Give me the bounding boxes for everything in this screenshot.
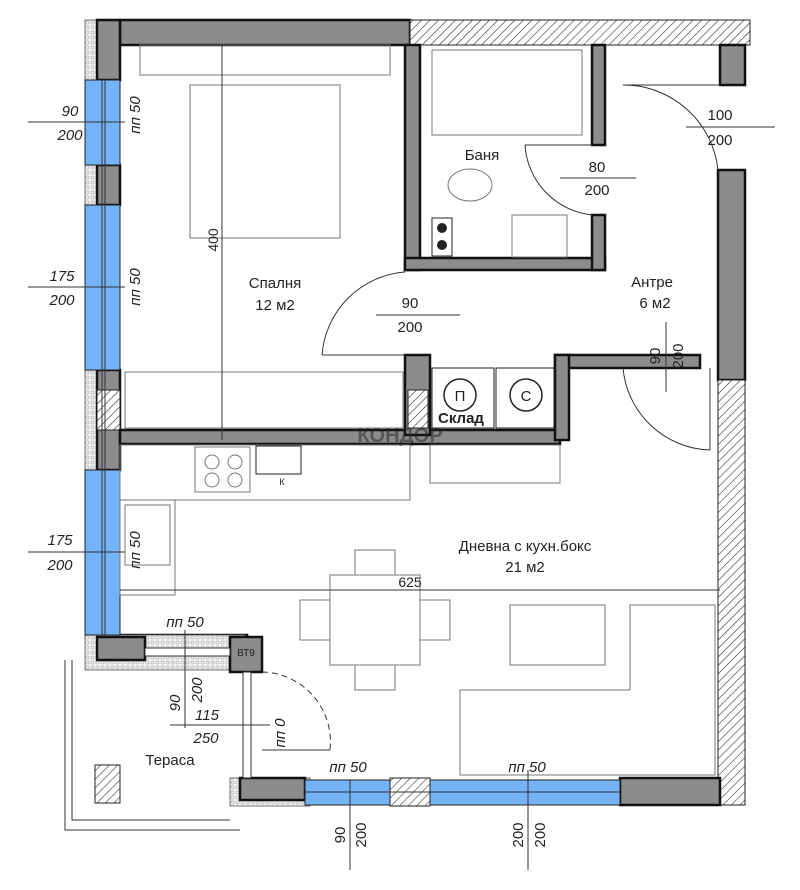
stove (194, 446, 251, 493)
bedroom-name: Спалня (249, 275, 301, 292)
dim-win-bed-2-sill: пп 50 (127, 268, 144, 306)
dim-living-length: 625 (398, 574, 422, 590)
living-area: 21 м2 (505, 559, 545, 576)
dim-terrace-door-1-width: 90 (167, 694, 184, 711)
sink (511, 214, 568, 258)
sofa (459, 604, 716, 776)
hallway-area: 6 м2 (639, 295, 670, 312)
dim-win-living-height: 200 (46, 557, 73, 574)
kitchen-counter (119, 444, 411, 501)
dim-bottom-win-1-width: 90 (332, 827, 349, 844)
doors (261, 84, 720, 751)
dim-win-living-sill: пп 50 (127, 531, 144, 569)
dimension-lines (28, 45, 775, 870)
storage-name: Склад (438, 410, 484, 427)
dryer-icon (509, 378, 543, 412)
dim-win-bed-2-width: 175 (49, 268, 75, 285)
living-name: Дневна с кухн.бокс (459, 538, 592, 555)
dim-win-living-width: 175 (47, 532, 73, 549)
dim-entry-door-width: 100 (707, 107, 732, 124)
dim-hall-door-width: 90 (647, 348, 664, 365)
fridge (255, 445, 302, 475)
terrace-drain (94, 764, 121, 804)
toilet (447, 168, 493, 202)
column-label: ВТ9 (237, 648, 255, 659)
bed (189, 84, 341, 239)
terrace-name: Тераса (145, 752, 195, 769)
wardrobe (124, 371, 404, 429)
appliance-1-label: П (455, 388, 466, 405)
boiler (431, 217, 453, 257)
dim-win-bed-1-width: 90 (62, 103, 79, 120)
bedroom-area: 12 м2 (255, 297, 295, 314)
watermark: КОНДОР (357, 425, 442, 447)
dim-bath-door-height: 200 (584, 182, 609, 199)
washer-icon (443, 378, 477, 412)
dim-bed-door-height: 200 (397, 319, 422, 336)
hallway-name: Антре (631, 274, 673, 291)
dim-bed-length: 400 (205, 228, 221, 252)
dim-bottom-win-2-sill: пп 50 (508, 759, 546, 776)
dim-win-bed-1-height: 200 (56, 127, 83, 144)
dim-bath-door-width: 80 (589, 159, 606, 176)
bathtub (431, 49, 583, 136)
dim-win-bed-1-sill: пп 50 (127, 96, 144, 134)
kitchen-sink (124, 504, 171, 566)
coffee-table (509, 604, 606, 666)
dim-win-bed-2-height: 200 (48, 292, 75, 309)
dim-terrace-door-1-height: 200 (189, 677, 206, 704)
dim-hall-door-height: 200 (670, 343, 687, 368)
dim-bottom-win-1-height: 200 (353, 822, 370, 847)
dim-terrace-door-2-sill: пп 0 (272, 718, 289, 748)
dim-bottom-win-2-width: 200 (510, 822, 527, 847)
fridge-label: К (279, 477, 285, 487)
dim-terrace-door-2-height: 250 (192, 730, 219, 747)
dim-bottom-win-2-height: 200 (532, 822, 549, 847)
dim-bed-door-width: 90 (402, 295, 419, 312)
dim-entry-door-height: 200 (707, 132, 732, 149)
furniture (64, 44, 716, 831)
dim-terrace-win-sill: пп 50 (166, 614, 204, 631)
appliance-2-label: С (521, 388, 532, 405)
dim-bottom-win-1-sill: пп 50 (329, 759, 367, 776)
dim-terrace-door-2-width: 115 (195, 707, 220, 724)
bathroom-name: Баня (465, 147, 500, 164)
